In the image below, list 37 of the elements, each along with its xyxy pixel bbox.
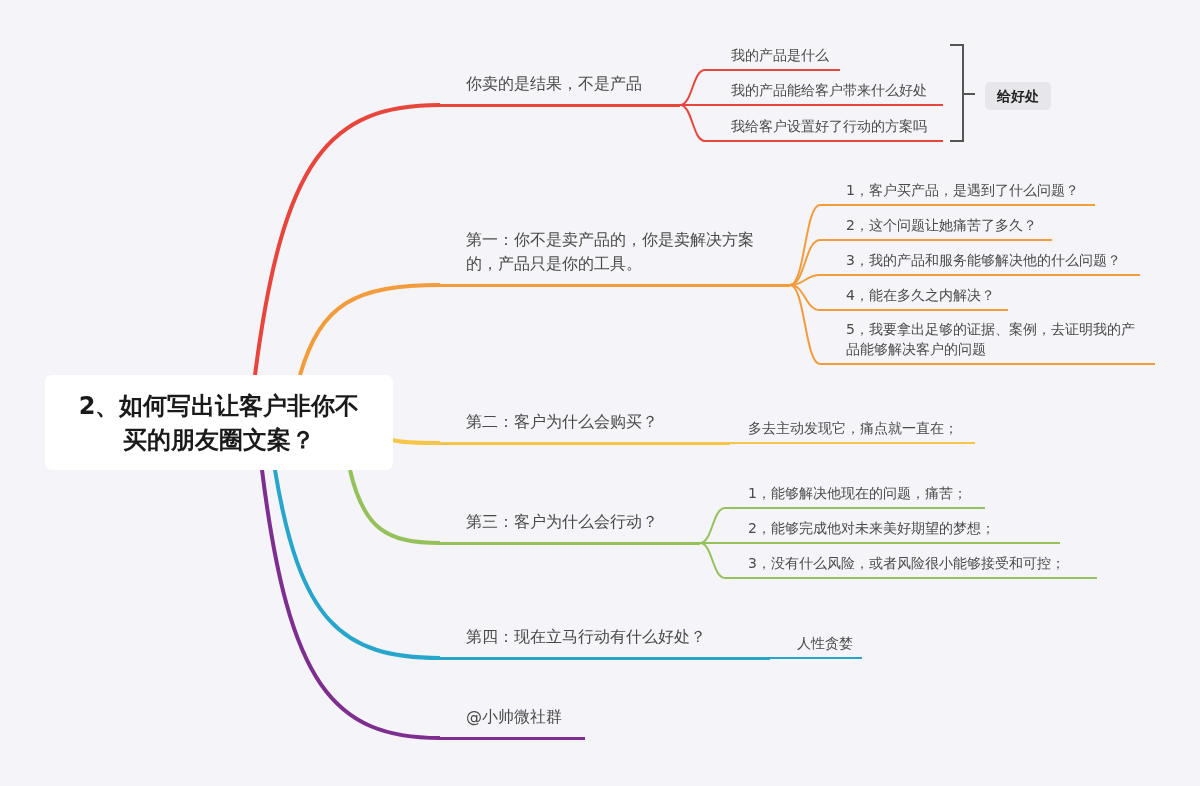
branch-line xyxy=(260,469,441,740)
branch-line xyxy=(729,442,741,444)
main-topic: 第四：现在立马行动有什么好处？ xyxy=(440,624,770,660)
subtopic: 人性贪婪 xyxy=(787,633,862,659)
main-topic: 第二：客户为什么会购买？ xyxy=(440,409,730,445)
subtopic: 多去主动发现它，痛点就一直在； xyxy=(740,418,975,444)
branch-line xyxy=(699,507,726,544)
subtopic: 4，能在多久之内解决？ xyxy=(820,285,1008,311)
branch-line xyxy=(253,103,441,376)
subtopic: 2，能够完成他对未来美好期望的梦想； xyxy=(725,518,1060,544)
subtopic: 3，我的产品和服务能够解决他的什么问题？ xyxy=(820,250,1140,276)
main-topic: 第三：客户为什么会行动？ xyxy=(440,509,700,545)
branch-line xyxy=(789,239,821,286)
branch-line xyxy=(298,283,441,376)
subtopic: 1，能够解决他现在的问题，痛苦； xyxy=(725,483,985,509)
central-topic-box: 2、如何写出让客户非你不买的朋友圈文案？ xyxy=(45,375,393,470)
branch-line xyxy=(789,204,821,286)
branch-line xyxy=(679,104,706,142)
branch-line xyxy=(348,469,441,545)
main-topic: 你卖的是结果，不是产品 xyxy=(440,71,680,107)
branch-line xyxy=(699,542,726,579)
main-topic: @小帅微社群 xyxy=(440,704,585,740)
subtopic: 我给客户设置好了行动的方案吗 xyxy=(705,116,943,142)
branch-line xyxy=(789,284,821,311)
branch-line xyxy=(273,469,441,660)
subtopic: 我的产品能给客户带来什么好处 xyxy=(705,80,943,106)
subtopic: 2，这个问题让她痛苦了多久？ xyxy=(820,215,1052,241)
subtopic: 3，没有什么风险，或者风险很小能够接受和可控； xyxy=(725,553,1097,579)
branch-line xyxy=(769,657,788,659)
subtopic: 5，我要拿出足够的证据、案例，去证明我的产品能够解决客户的问题 xyxy=(820,319,1155,365)
branch-line xyxy=(789,284,821,365)
subtopic: 1，客户买产品，是遇到了什么问题？ xyxy=(820,180,1095,206)
branch-line xyxy=(679,69,706,106)
summary-box: 给好处 xyxy=(985,82,1051,110)
main-topic: 第一：你不是卖产品的，你是卖解决方案的，产品只是你的工具。 xyxy=(440,227,790,287)
subtopic: 我的产品是什么 xyxy=(705,45,840,71)
branch-line xyxy=(392,438,440,445)
